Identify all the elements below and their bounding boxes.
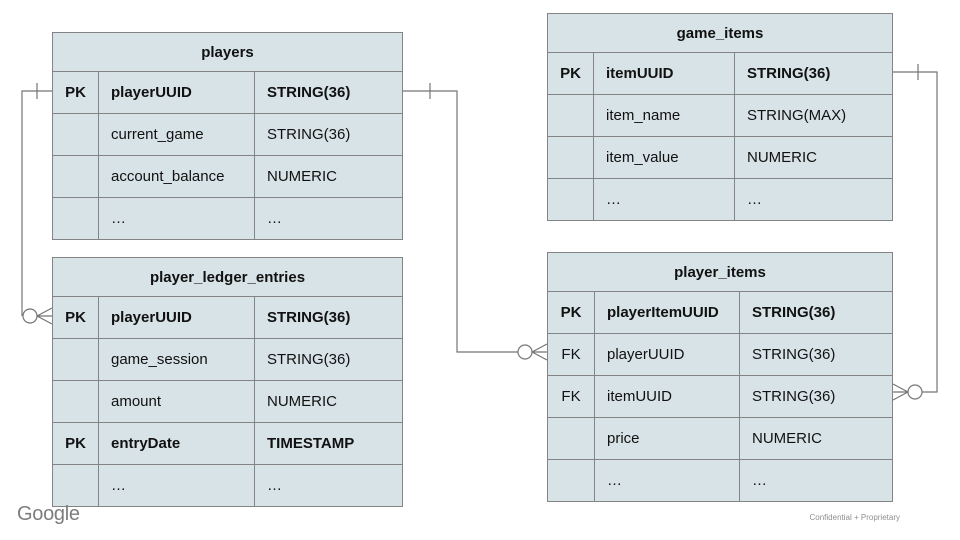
cell-type: NUMERIC: [267, 393, 337, 410]
cell-type: STRING(36): [747, 65, 831, 82]
cell-key: [53, 156, 99, 197]
table-row: PK entryDate TIMESTAMP: [53, 423, 402, 465]
cell-key: [548, 95, 594, 136]
cell-type: TIMESTAMP: [267, 435, 355, 452]
cell-name: playerItemUUID: [595, 292, 740, 333]
cell-name: amount: [99, 381, 255, 422]
cell-name: itemUUID: [595, 376, 740, 417]
table-row: game_session STRING(36): [53, 339, 402, 381]
cell-type: STRING(36): [267, 84, 351, 101]
cell-type: STRING(36): [752, 388, 836, 405]
entity-table-player-ledger-entries: player_ledger_entries PK playerUUID STRI…: [52, 257, 403, 507]
cell-key: FK: [548, 376, 595, 417]
cell-name: item_value: [594, 137, 735, 178]
cell-type: STRING(MAX): [747, 107, 847, 124]
cell-name: …: [595, 460, 740, 501]
cell-key: [53, 381, 99, 422]
table-row: PK playerUUID STRING(36): [53, 72, 402, 114]
table-row: price NUMERIC: [548, 418, 892, 460]
cell-name: …: [99, 465, 255, 506]
table-title: player_items: [548, 253, 892, 292]
entity-table-player-items: player_items PK playerItemUUID STRING(36…: [547, 252, 893, 502]
cell-type: STRING(36): [267, 126, 351, 143]
cell-key: PK: [548, 292, 595, 333]
cell-key: [548, 179, 594, 220]
cell-key: FK: [548, 334, 595, 375]
cell-key: [53, 198, 99, 239]
connector-players-to-player-items: [403, 83, 548, 361]
table-row: … …: [53, 198, 402, 239]
cell-key: PK: [53, 423, 99, 464]
table-row: PK playerItemUUID STRING(36): [548, 292, 892, 334]
cell-name: playerUUID: [99, 72, 255, 113]
table-row: … …: [548, 179, 892, 220]
table-row: … …: [548, 460, 892, 501]
table-row: FK playerUUID STRING(36): [548, 334, 892, 376]
cell-type: STRING(36): [267, 351, 351, 368]
cell-name: playerUUID: [595, 334, 740, 375]
cell-type: …: [747, 191, 762, 208]
table-row: … …: [53, 465, 402, 506]
table-title: players: [53, 33, 402, 72]
table-row: item_name STRING(MAX): [548, 95, 892, 137]
cell-name: …: [594, 179, 735, 220]
cell-key: [53, 465, 99, 506]
cell-type: …: [267, 210, 282, 227]
cell-type: STRING(36): [752, 304, 836, 321]
table-title: game_items: [548, 14, 892, 53]
table-row: FK itemUUID STRING(36): [548, 376, 892, 418]
cell-key: [53, 114, 99, 155]
cell-key: [548, 418, 595, 459]
cell-type: NUMERIC: [752, 430, 822, 447]
table-row: amount NUMERIC: [53, 381, 402, 423]
cell-name: entryDate: [99, 423, 255, 464]
table-title: player_ledger_entries: [53, 258, 402, 297]
entity-table-game-items: game_items PK itemUUID STRING(36) item_n…: [547, 13, 893, 221]
cell-key: [548, 460, 595, 501]
cell-key: PK: [53, 72, 99, 113]
cell-name: price: [595, 418, 740, 459]
cell-name: itemUUID: [594, 53, 735, 94]
cell-name: account_balance: [99, 156, 255, 197]
google-logo: Google: [17, 503, 80, 525]
connector-game-items-to-player-items: [892, 64, 938, 401]
entity-table-players: players PK playerUUID STRING(36) current…: [52, 32, 403, 240]
cell-type: NUMERIC: [267, 168, 337, 185]
cell-name: current_game: [99, 114, 255, 155]
cell-name: …: [99, 198, 255, 239]
table-row: account_balance NUMERIC: [53, 156, 402, 198]
table-row: PK itemUUID STRING(36): [548, 53, 892, 95]
table-row: current_game STRING(36): [53, 114, 402, 156]
cell-name: game_session: [99, 339, 255, 380]
table-row: item_value NUMERIC: [548, 137, 892, 179]
table-row: PK playerUUID STRING(36): [53, 297, 402, 339]
cell-key: [53, 339, 99, 380]
cell-key: PK: [53, 297, 99, 338]
cell-key: [548, 137, 594, 178]
confidentiality-note: Confidential + Proprietary: [809, 513, 901, 522]
cell-type: STRING(36): [267, 309, 351, 326]
cell-type: …: [752, 472, 767, 489]
cell-name: playerUUID: [99, 297, 255, 338]
cell-type: NUMERIC: [747, 149, 817, 166]
cell-name: item_name: [594, 95, 735, 136]
cell-key: PK: [548, 53, 594, 94]
connector-players-to-ledger: [21, 83, 53, 325]
cell-type: STRING(36): [752, 346, 836, 363]
cell-type: …: [267, 477, 282, 494]
